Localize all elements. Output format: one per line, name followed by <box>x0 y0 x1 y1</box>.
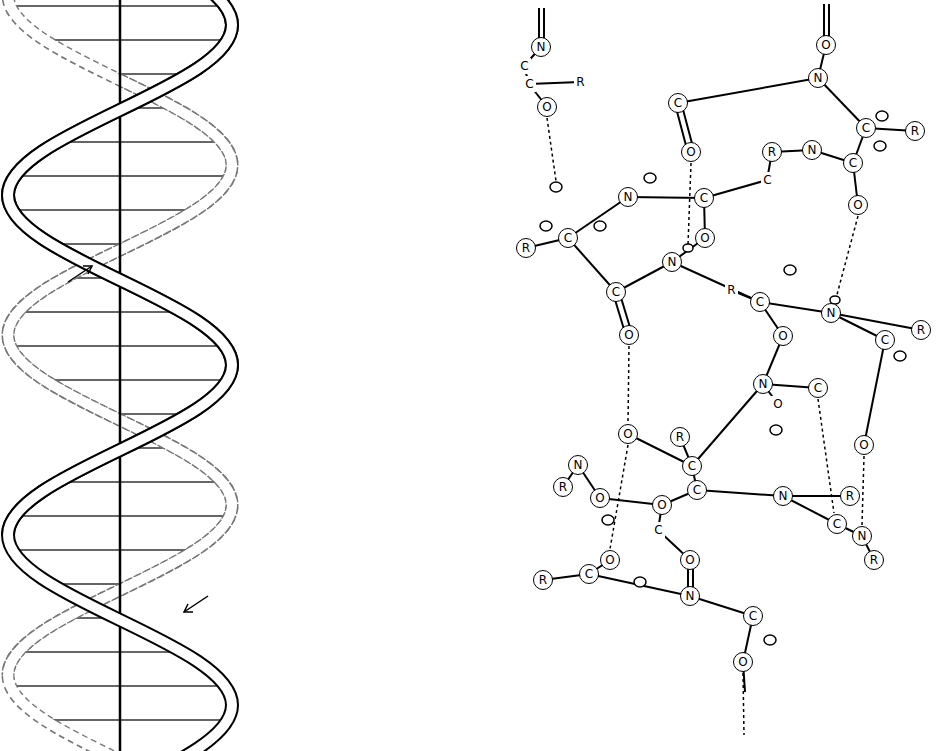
atom-label: R <box>670 427 690 447</box>
atom-label: O <box>695 228 715 248</box>
atom-label: C <box>579 564 599 584</box>
atom-label: C <box>843 153 863 173</box>
atom-label: O <box>816 35 836 55</box>
atom-label: N <box>680 586 700 606</box>
dna-front-strand <box>8 0 232 751</box>
peptide-bonds <box>524 4 921 692</box>
atom-label: R <box>905 121 925 141</box>
atom-label: N <box>773 486 793 506</box>
atom-label: N <box>852 526 872 546</box>
atom-label: C <box>668 93 688 113</box>
atom-label: C <box>606 282 626 302</box>
atom-label: C <box>652 522 665 538</box>
atom-label: N <box>662 252 682 272</box>
atom-label: R <box>574 74 587 90</box>
atom-label: R <box>725 282 738 298</box>
hydrogen-bonds <box>547 118 864 735</box>
atom-label: R <box>840 486 860 506</box>
atom-label: R <box>864 550 884 570</box>
atom-label: O <box>618 424 638 444</box>
atom-label: O <box>619 325 639 345</box>
atom-label: C <box>743 606 763 626</box>
atom-label: C <box>808 378 828 398</box>
atom-label: R <box>533 570 553 590</box>
atom-label: C <box>518 58 531 74</box>
atom-label: O <box>681 142 701 162</box>
atom-label: O <box>854 435 874 455</box>
atom-label: N <box>821 303 841 323</box>
atom-label: O <box>680 550 700 570</box>
atom-label: C <box>750 292 770 312</box>
atom-label: N <box>808 68 828 88</box>
atom-label: C <box>523 76 536 92</box>
atom-label: O <box>600 550 620 570</box>
atom-label: R <box>911 320 931 340</box>
atom-label: O <box>773 326 793 346</box>
atom-label: N <box>568 455 588 475</box>
atom-label: O <box>652 495 672 515</box>
atom-label: R <box>762 142 782 162</box>
atom-label: C <box>827 514 847 534</box>
atom-label: R <box>516 238 536 258</box>
atom-label: O <box>590 488 610 508</box>
strand-direction-arrows <box>68 266 208 612</box>
atom-label: O <box>848 195 868 215</box>
atom-label: C <box>558 228 578 248</box>
atom-label: C <box>694 188 714 208</box>
atom-label: O <box>733 652 753 672</box>
atom-label: N <box>802 140 822 160</box>
atom-label: O <box>537 97 557 117</box>
atom-label: C <box>687 480 707 500</box>
atom-label: C <box>875 330 895 350</box>
atom-label: C <box>682 456 702 476</box>
atom-label: C <box>856 118 876 138</box>
atom-label: N <box>618 187 638 207</box>
atom-label: C <box>761 172 774 188</box>
atom-label: N <box>753 374 773 394</box>
atom-label: R <box>553 477 573 497</box>
hydrogen-atoms <box>540 111 906 645</box>
atom-label: N <box>531 37 551 57</box>
atom-label: O <box>771 396 785 412</box>
